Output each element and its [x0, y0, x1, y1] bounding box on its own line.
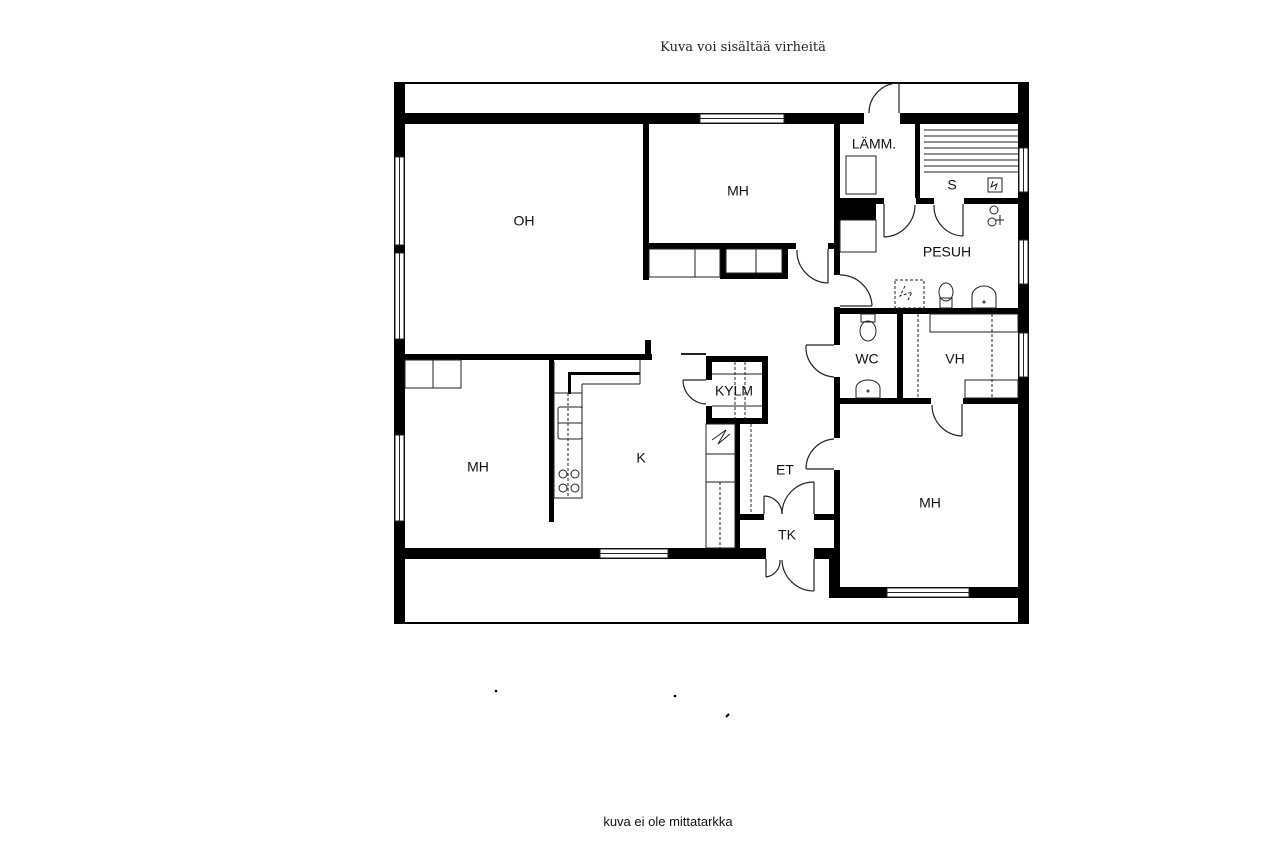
room-label-et: ET: [776, 462, 794, 478]
stray-marks: [494, 689, 730, 718]
room-label-oh: OH: [514, 213, 535, 229]
room-label-wc: WC: [855, 351, 878, 367]
room-labels: OH MH LÄMM. S PESUH WC VH MH K KYLM ET T…: [467, 136, 971, 543]
room-label-vh: VH: [945, 351, 964, 367]
disclaimer-footer: kuva ei ole mittatarkka: [603, 814, 733, 829]
windows: [394, 113, 1029, 598]
doors: [682, 82, 964, 592]
room-label-kitchen: K: [636, 450, 646, 466]
disclaimer-header: Kuva voi sisältää virheitä: [660, 40, 826, 55]
room-label-mh-top: MH: [727, 183, 749, 199]
room-label-kylm: KYLM: [715, 383, 753, 399]
room-label-lamm: LÄMM.: [852, 136, 896, 152]
room-label-tk: TK: [778, 527, 797, 543]
sauna-stove-icon: [987, 177, 1003, 193]
sauna-bench: [924, 129, 1018, 173]
room-label-mh-right: MH: [919, 495, 941, 511]
room-label-mh-left: MH: [467, 459, 489, 475]
room-label-pesuh: PESUH: [923, 244, 971, 260]
fixtures: [404, 129, 1019, 549]
room-label-sauna: S: [947, 177, 956, 193]
walls: [394, 82, 1029, 624]
